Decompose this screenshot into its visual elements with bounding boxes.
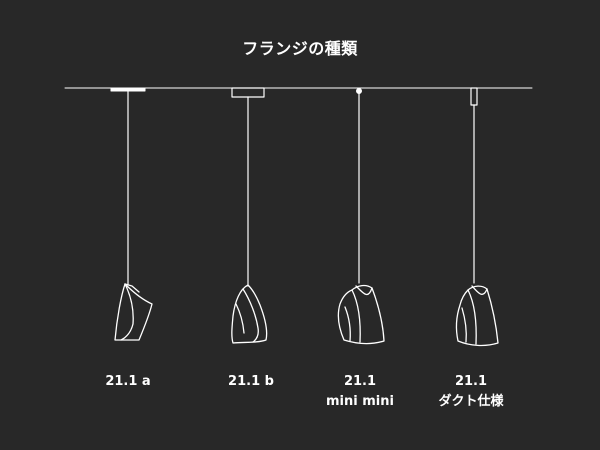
label-line-1: 21.1 — [454, 374, 488, 389]
pendant-21-1-mini-mini — [337, 88, 385, 345]
lamp-shade — [114, 283, 153, 341]
label-21-1-mini-mini: 21.1 mini mini — [300, 372, 420, 412]
label-21-1-b: 21.1 b — [191, 372, 311, 392]
pendant-21-1-b — [231, 87, 268, 344]
lamp-shade — [455, 285, 499, 347]
label-21-1-a: 21.1 a — [68, 372, 188, 392]
flange-box — [231, 87, 265, 98]
page-title: フランジの種類 — [242, 39, 358, 58]
pendant-21-1-duct — [455, 87, 499, 347]
label-line-1: 21.1 a — [105, 374, 151, 389]
label-line-2: ダクト仕様 — [438, 394, 504, 409]
lamp-shade — [231, 284, 268, 344]
flange-duct-adapter — [470, 87, 478, 106]
label-line-2: mini mini — [326, 394, 394, 409]
label-21-1-duct: 21.1 ダクト仕様 — [411, 372, 531, 412]
label-line-1: 21.1 b — [228, 374, 274, 389]
lamp-shade — [337, 284, 385, 345]
pendant-21-1-a — [110, 87, 153, 341]
label-line-1: 21.1 — [343, 374, 377, 389]
